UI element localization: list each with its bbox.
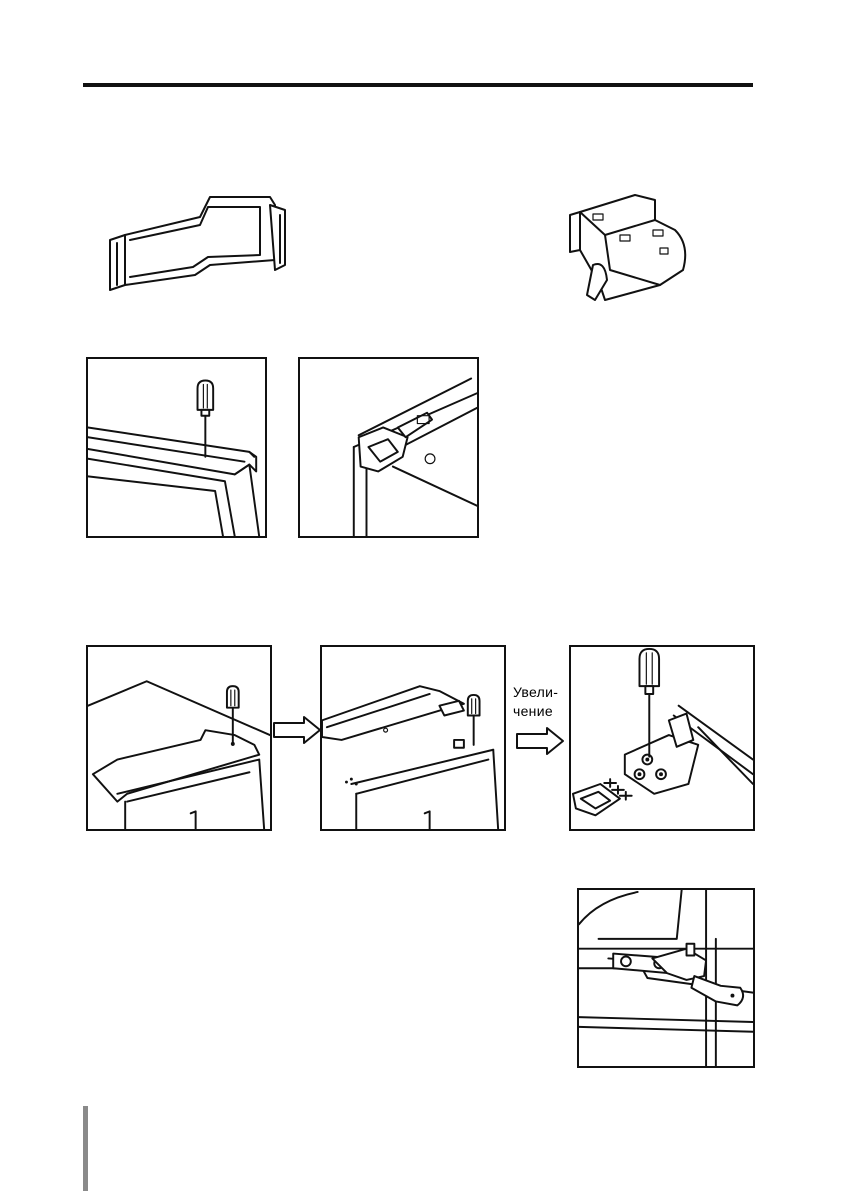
step5-hinge-bolts-zoom — [569, 645, 755, 831]
upper-hinge-cover-illustration — [100, 185, 300, 295]
zoom-label-line2: чение — [513, 702, 573, 721]
step3-remove-top-cover — [86, 645, 272, 831]
step2-hinge-corner-view — [298, 357, 479, 538]
zoom-label-line1: Увели- — [513, 683, 573, 702]
step4-cover-lifted — [320, 645, 506, 831]
arrow-right-2 — [515, 726, 565, 756]
page-side-bar — [83, 1106, 88, 1191]
step1-screwdriver-remove-cover — [86, 357, 267, 538]
zoom-label: Увели- чение — [513, 683, 573, 721]
header-rule — [83, 83, 753, 87]
arrow-right-1 — [272, 715, 322, 745]
step6-wrench-lower-hinge — [577, 888, 755, 1068]
lower-hinge-cover-illustration — [565, 190, 695, 305]
